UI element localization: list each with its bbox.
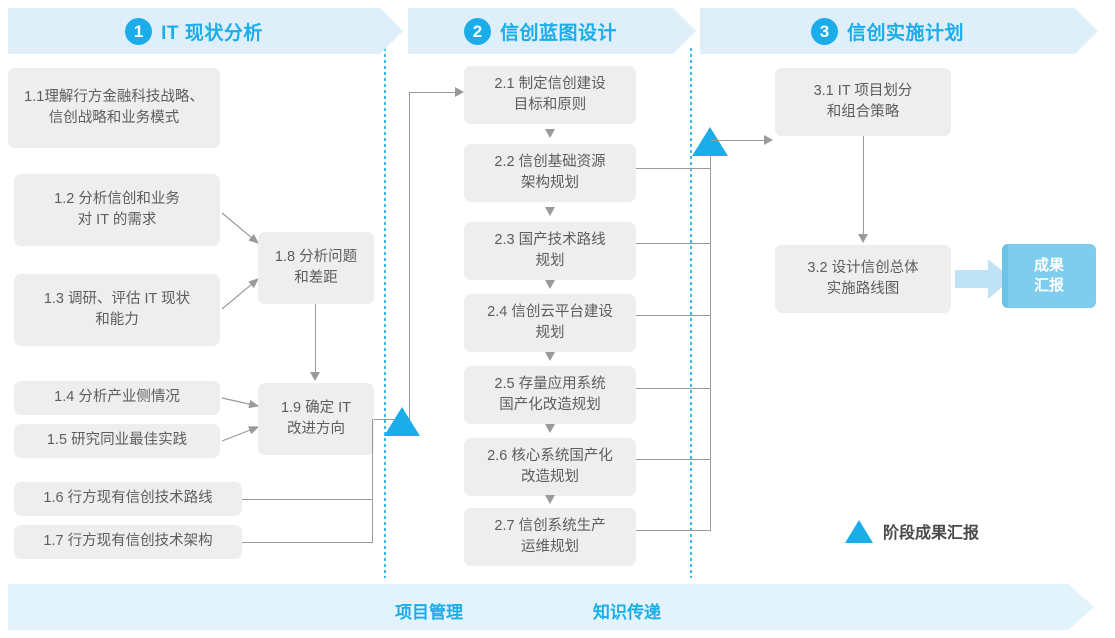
bottom-label-knowledge-transfer: 知识传递	[593, 603, 661, 622]
task-label-2-7: 2.7 信创系统生产 运维规划	[494, 517, 606, 555]
task-label-3-2: 3.2 设计信创总体 实施路线图	[807, 259, 919, 297]
phase-band-3: 3 信创实施计划	[700, 8, 1098, 54]
connector-phase2-to-3-1	[711, 140, 766, 141]
phase-number-2: 2	[463, 17, 491, 45]
phase-band-1: 1 IT 现状分析	[8, 8, 403, 54]
arrowhead-2-1-to-2-2	[544, 129, 555, 138]
result-report-chip[interactable]: 成果 汇报	[1002, 244, 1096, 308]
phase-title-2: 信创蓝图设计	[499, 22, 617, 44]
chip-accent-edge	[1002, 244, 1008, 308]
phase-band-2: 2 信创蓝图设计	[408, 8, 696, 54]
connector-2-7-bus	[636, 530, 711, 531]
task-box-1-3[interactable]: 1.3 调研、评估 IT 现状 和能力	[14, 274, 220, 346]
legend-label: 阶段成果汇报	[883, 525, 980, 542]
phase-chevron-3	[1075, 8, 1098, 54]
task-label-1-3: 1.3 调研、评估 IT 现状 和能力	[43, 290, 191, 328]
connector-phase2-entry-vertical	[409, 92, 410, 420]
task-box-1-2[interactable]: 1.2 分析信创和业务 对 IT 的需求	[14, 174, 220, 246]
task-box-1-9[interactable]: 1.9 确定 IT 改进方向	[258, 383, 374, 455]
arrowhead-into-2-1	[455, 86, 464, 97]
task-box-3-2[interactable]: 3.2 设计信创总体 实施路线图	[775, 245, 951, 313]
arrowhead-into-3-1	[764, 134, 773, 145]
phase2-bus-vertical	[710, 140, 711, 530]
connector-2-2-bus	[636, 168, 711, 169]
task-label-1-5: 1.5 研究同业最佳实践	[46, 432, 188, 449]
task-box-2-3[interactable]: 2.3 国产技术路线 规划	[464, 222, 636, 280]
task-box-3-1[interactable]: 3.1 IT 项目划分 和组合策略	[775, 68, 951, 136]
task-box-1-5[interactable]: 1.5 研究同业最佳实践	[14, 424, 220, 458]
task-label-1-6: 1.6 行方现有信创技术路线	[43, 490, 213, 507]
arrowhead-2-5-to-2-6	[544, 424, 555, 433]
connector-2-6-bus	[636, 459, 711, 460]
arrowhead-3-1-to-3-2	[857, 234, 868, 243]
task-box-1-1[interactable]: 1.1理解行方金融科技战略、 信创战略和业务模式	[8, 68, 220, 148]
task-label-1-8: 1.8 分析问题 和差距	[274, 248, 358, 286]
task-label-3-1: 3.1 IT 项目划分 和组合策略	[813, 82, 913, 120]
task-box-2-5[interactable]: 2.5 存量应用系统 国产化改造规划	[464, 366, 636, 424]
task-label-2-4: 2.4 信创云平台建设 规划	[487, 303, 613, 341]
milestone-triangle-phase1	[384, 407, 420, 436]
phase-title-3: 信创实施计划	[846, 22, 964, 44]
task-label-2-3: 2.3 国产技术路线 规划	[494, 231, 606, 269]
phase-number-3: 3	[810, 17, 838, 45]
task-box-1-8[interactable]: 1.8 分析问题 和差距	[258, 232, 374, 304]
connector-2-3-bus	[636, 243, 711, 244]
connector-1-8-to-1-9	[315, 304, 316, 372]
task-box-1-7[interactable]: 1.7 行方现有信创技术架构	[14, 525, 242, 559]
phase-number-1: 1	[125, 17, 153, 45]
phase-divider-2	[690, 48, 692, 578]
bottom-label-project-management: 项目管理	[395, 603, 463, 622]
task-box-2-7[interactable]: 2.7 信创系统生产 运维规划	[464, 508, 636, 566]
bottom-band-arrow-tip	[1068, 584, 1094, 630]
arrowhead-2-4-to-2-5	[544, 352, 555, 361]
task-label-1-4: 1.4 分析产业侧情况	[54, 389, 180, 406]
phase-divider-1	[384, 48, 386, 578]
legend: 阶段成果汇报	[845, 519, 979, 543]
arrowhead-1-8-to-1-9	[309, 372, 320, 381]
task-box-2-1[interactable]: 2.1 制定信创建设 目标和原则	[464, 66, 636, 124]
task-label-1-7: 1.7 行方现有信创技术架构	[43, 533, 213, 550]
milestone-triangle-phase2	[692, 127, 728, 156]
arrowhead-2-6-to-2-7	[544, 495, 555, 504]
arrowhead-2-2-to-2-3	[544, 207, 555, 216]
task-box-2-2[interactable]: 2.2 信创基础资源 架构规划	[464, 144, 636, 202]
task-label-2-1: 2.1 制定信创建设 目标和原则	[494, 75, 606, 113]
task-label-2-5: 2.5 存量应用系统 国产化改造规划	[494, 375, 606, 413]
connector-1-6-bus	[242, 499, 372, 500]
phase-chevron-1	[380, 8, 403, 54]
milestone-triangle-icon	[845, 519, 873, 543]
phase-title-1: IT 现状分析	[161, 22, 263, 44]
bottom-band	[8, 584, 1094, 630]
task-label-2-6: 2.6 核心系统国产化 改造规划	[487, 447, 613, 485]
result-arrow-icon	[955, 259, 1012, 299]
connector-2-5-bus	[636, 388, 711, 389]
phase-chevron-2	[673, 8, 696, 54]
task-label-1-9: 1.9 确定 IT 改进方向	[280, 399, 352, 437]
connector-phase2-entry-horizontal	[409, 92, 459, 93]
phase1-bus-vertical	[372, 419, 373, 543]
task-box-1-6[interactable]: 1.6 行方现有信创技术路线	[14, 482, 242, 516]
result-report-label: 成果 汇报	[1033, 256, 1064, 294]
task-label-1-2: 1.2 分析信创和业务 对 IT 的需求	[54, 190, 180, 228]
task-box-2-6[interactable]: 2.6 核心系统国产化 改造规划	[464, 438, 636, 496]
connector-2-4-bus	[636, 315, 711, 316]
arrowhead-2-3-to-2-4	[544, 280, 555, 289]
task-label-1-1: 1.1理解行方金融科技战略、 信创战略和业务模式	[24, 88, 204, 126]
task-box-1-4[interactable]: 1.4 分析产业侧情况	[14, 381, 220, 415]
connector-1-7-bus	[242, 542, 372, 543]
task-box-2-4[interactable]: 2.4 信创云平台建设 规划	[464, 294, 636, 352]
task-label-2-2: 2.2 信创基础资源 架构规划	[494, 153, 606, 191]
connector-3-1-to-3-2	[863, 136, 864, 234]
